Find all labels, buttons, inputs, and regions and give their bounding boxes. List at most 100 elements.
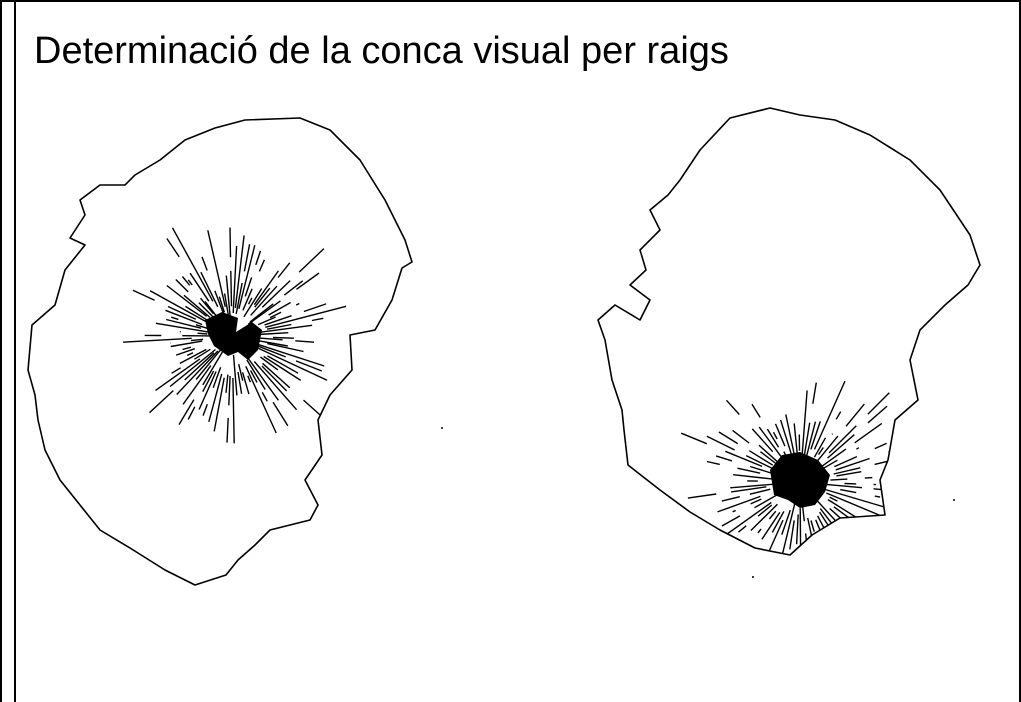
viewshed-right-ray bbox=[873, 488, 908, 493]
viewshed-left-ray bbox=[170, 340, 203, 348]
viewshed-right-ray bbox=[680, 432, 708, 445]
viewshed-right-ray bbox=[857, 533, 867, 542]
viewshed-left-ray bbox=[166, 238, 180, 258]
viewshed-right-ray bbox=[854, 422, 883, 444]
viewshed-left-ray bbox=[248, 343, 328, 381]
viewshed-left-ray bbox=[246, 359, 266, 390]
viewshed-left-ray bbox=[182, 365, 212, 405]
viewshed-left-ray bbox=[197, 332, 208, 335]
viewshed-left-ray bbox=[272, 336, 294, 339]
viewshed-left-ray bbox=[244, 277, 253, 297]
viewshed-left-ray bbox=[208, 373, 223, 422]
viewshed-left-ray bbox=[149, 390, 174, 414]
viewshed-right-outline bbox=[597, 107, 981, 556]
viewshed-left-ray bbox=[259, 340, 288, 347]
viewshed-right-ray bbox=[782, 501, 796, 554]
viewshed-right-ray bbox=[867, 392, 890, 415]
viewshed-left-ray bbox=[207, 230, 226, 307]
viewshed-left-ray bbox=[259, 337, 283, 341]
viewshed-left-ray bbox=[268, 301, 291, 316]
viewshed-left-ray bbox=[201, 256, 208, 271]
viewshed-right-ray bbox=[822, 459, 838, 470]
viewshed-right-ray bbox=[737, 525, 747, 533]
viewshed-left-ray bbox=[258, 259, 266, 272]
viewshed-right-ray bbox=[856, 447, 860, 450]
viewshed-left-ray bbox=[183, 294, 211, 318]
viewshed-right-ray bbox=[730, 483, 780, 489]
viewshed-right bbox=[597, 107, 981, 586]
viewshed-left-ray bbox=[253, 342, 325, 367]
viewshed-right-ray bbox=[813, 437, 827, 458]
viewshed-left-ray bbox=[262, 362, 291, 389]
left-rule bbox=[14, 0, 16, 702]
viewshed-left-ray bbox=[155, 322, 209, 333]
viewshed-left-ray bbox=[226, 417, 229, 443]
viewshed-right-ray bbox=[833, 506, 897, 554]
viewshed-left-ray bbox=[259, 356, 279, 371]
viewshed-right-ray bbox=[810, 520, 815, 532]
viewshed-right-ray bbox=[867, 405, 888, 424]
viewshed-right-ray bbox=[835, 457, 870, 471]
viewshed-right-ray bbox=[840, 488, 857, 494]
viewshed-right-ray bbox=[817, 447, 824, 455]
viewshed-left-ray bbox=[213, 377, 225, 432]
viewshed-left-ray bbox=[175, 348, 196, 356]
viewshed-left-ray bbox=[263, 355, 302, 381]
viewshed-right-ray bbox=[751, 403, 761, 418]
viewshed-right-ray bbox=[784, 564, 787, 586]
viewshed-left-ray bbox=[176, 350, 219, 395]
viewshed-left-outline bbox=[27, 117, 413, 586]
viewshed-right-ray bbox=[725, 399, 740, 415]
viewshed-left-viewpoint bbox=[205, 312, 262, 360]
viewshed-right-ray bbox=[781, 509, 791, 535]
viewshed-right-ray bbox=[761, 512, 781, 540]
viewshed-left-ray bbox=[246, 356, 279, 401]
viewshed-right-ray bbox=[827, 434, 855, 459]
viewshed-right-ray bbox=[824, 483, 863, 489]
viewshed-left-ray bbox=[200, 271, 219, 308]
viewshed-right-ray bbox=[789, 520, 795, 550]
viewshed-right-ray bbox=[766, 428, 780, 448]
viewshed-right-ray bbox=[721, 515, 741, 527]
viewshed-left-dot bbox=[441, 427, 443, 429]
viewshed-left-ray bbox=[265, 305, 347, 328]
viewshed-left-ray bbox=[237, 371, 243, 394]
viewshed-left-ray bbox=[238, 364, 244, 381]
viewshed-left-ray bbox=[266, 323, 292, 330]
viewshed-left-ray bbox=[179, 348, 207, 365]
viewshed-left-ray bbox=[202, 403, 208, 416]
viewshed-left-ray bbox=[256, 345, 286, 358]
viewshed-right-ray bbox=[803, 422, 811, 456]
viewshed-right-ray bbox=[813, 380, 846, 450]
viewshed-right-ray bbox=[795, 514, 799, 545]
viewshed-left-ray bbox=[241, 372, 250, 395]
viewshed-right-ray bbox=[732, 429, 750, 444]
viewshed-right-ray bbox=[874, 442, 887, 450]
viewshed-right-ray bbox=[751, 428, 774, 453]
viewshed-right-ray bbox=[826, 492, 891, 521]
viewshed-left-ray bbox=[303, 399, 324, 419]
viewshed-left-ray bbox=[267, 342, 304, 353]
viewshed-right-ray bbox=[874, 459, 895, 466]
viewshed-left-ray bbox=[225, 374, 229, 393]
viewshed-left-ray bbox=[169, 348, 216, 388]
viewshed-right-ray bbox=[833, 561, 840, 578]
viewshed-left-ray bbox=[252, 324, 313, 334]
viewshed-right-ray bbox=[687, 493, 717, 499]
viewshed-right-ray bbox=[715, 455, 733, 462]
viewshed-right-ray bbox=[758, 426, 783, 459]
viewshed-left-ray bbox=[254, 287, 271, 308]
viewshed-right-ray bbox=[810, 421, 821, 450]
viewshed-left-ray bbox=[190, 338, 204, 342]
viewshed-left bbox=[27, 117, 443, 586]
viewshed-left-ray bbox=[202, 370, 215, 393]
viewshed-left-ray bbox=[295, 302, 300, 306]
viewshed-left-ray bbox=[195, 349, 222, 380]
viewshed-right-ray bbox=[714, 501, 772, 544]
viewshed-left-ray bbox=[298, 248, 325, 273]
viewshed-right-ray bbox=[833, 467, 861, 475]
viewshed-right-ray bbox=[771, 511, 785, 533]
viewshed-right-ray bbox=[718, 543, 738, 555]
